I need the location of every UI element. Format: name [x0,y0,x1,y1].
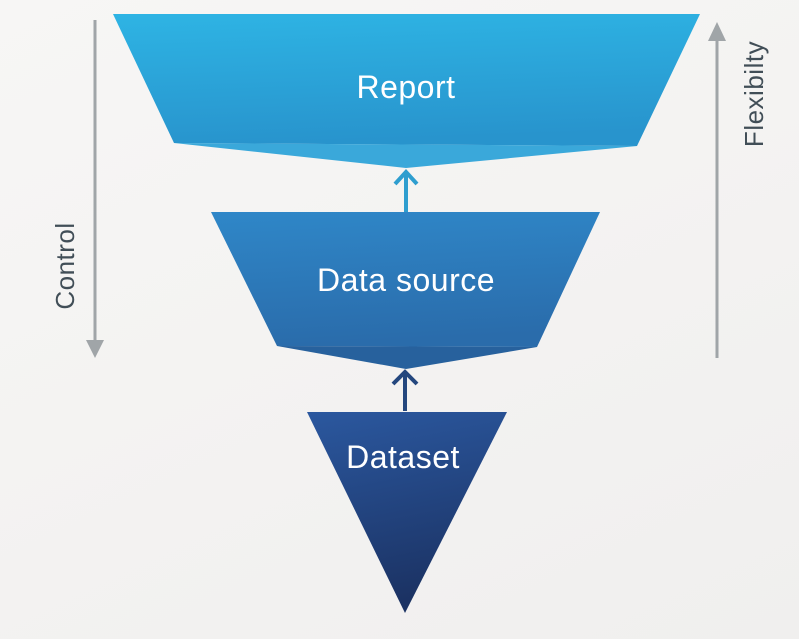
flexibility-axis-label: Flexibilty [739,41,769,147]
down-arrowhead-icon [86,340,104,358]
datasource-label: Data source [317,262,495,298]
datasource-shape [211,212,600,347]
up-arrowhead-icon [393,169,419,186]
funnel-layer-report: Report [113,14,700,168]
dataset-shape [307,412,507,613]
report-fold-shape [174,143,637,168]
datasource-fold-shape [277,346,537,369]
dataset-label: Dataset [346,439,460,475]
report-label: Report [356,69,455,105]
control-axis: Control [50,20,104,358]
funnel-layer-dataset: Dataset [307,412,507,613]
control-axis-label: Control [50,222,80,309]
up-arrowhead-icon [708,22,726,41]
flexibility-axis: Flexibilty [708,22,769,358]
funnel-layer-datasource: Data source [211,212,600,369]
report-shape [113,14,700,146]
dataset-to-datasource-arrow [391,369,419,411]
up-arrowhead-icon [391,369,419,386]
datasource-to-report-arrow [393,169,419,213]
